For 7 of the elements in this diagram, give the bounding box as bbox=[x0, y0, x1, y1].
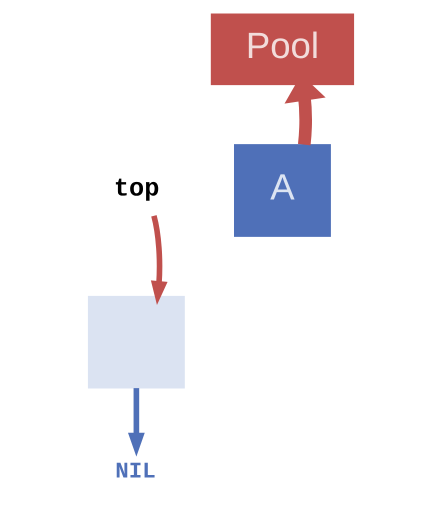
arrow bbox=[128, 388, 145, 457]
node-box bbox=[88, 296, 185, 389]
node-box: Pool bbox=[210, 14, 354, 86]
arrow bbox=[150, 215, 168, 305]
node-box: A bbox=[234, 144, 331, 237]
node-text: top bbox=[114, 174, 160, 204]
node-text: NIL bbox=[115, 458, 156, 484]
